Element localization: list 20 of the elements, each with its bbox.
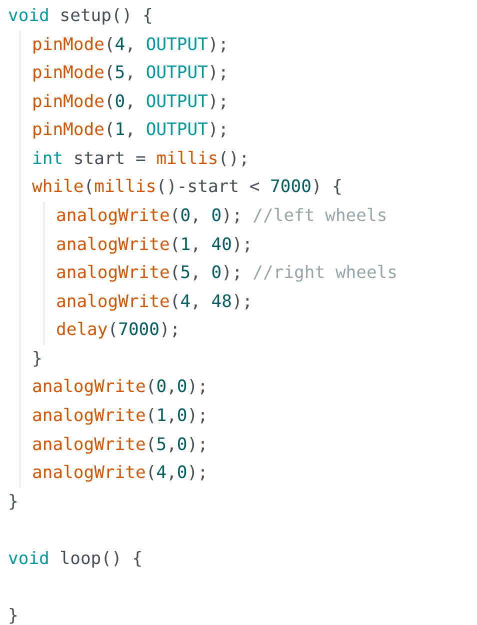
code-line: } bbox=[32, 348, 42, 371]
code-line: pinMode(5, OUTPUT); bbox=[32, 62, 229, 86]
code-line: int start = millis(); bbox=[32, 148, 250, 171]
code-line: delay(7000); bbox=[56, 319, 180, 342]
code-line: } bbox=[8, 490, 18, 514]
code-line: analogWrite(0, 0); //left wheels bbox=[56, 204, 388, 228]
code-line: pinMode(0, OUTPUT); bbox=[32, 90, 229, 114]
code-line: analogWrite(4,0); bbox=[32, 462, 208, 486]
code-line: analogWrite(1,0); bbox=[32, 404, 208, 428]
code-line: analogWrite(5, 0); //right wheels bbox=[56, 262, 398, 286]
code-line: void setup() { bbox=[8, 5, 153, 28]
code-line: pinMode(1, OUTPUT); bbox=[32, 119, 229, 142]
code-line: analogWrite(5,0); bbox=[32, 434, 208, 457]
code-line: pinMode(4, OUTPUT); bbox=[32, 34, 229, 57]
code-line: while(millis()-start < 7000) { bbox=[32, 176, 342, 200]
code-line: analogWrite(0,0); bbox=[32, 376, 208, 400]
code-line: analogWrite(1, 40); bbox=[56, 234, 253, 257]
code-line: analogWrite(4, 48); bbox=[56, 290, 253, 314]
code-line: } bbox=[8, 604, 18, 625]
code-line: void loop() { bbox=[8, 548, 143, 571]
